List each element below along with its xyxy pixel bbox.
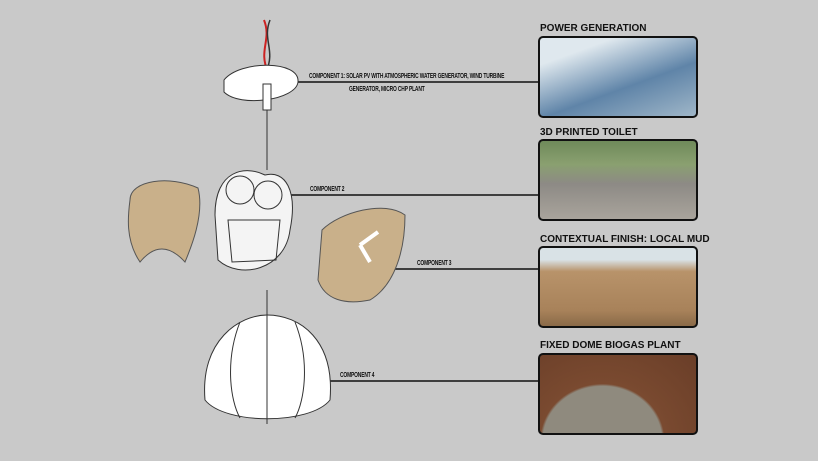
photo-title-contextual-finish: CONTEXTUAL FINISH: LOCAL MUD: [540, 234, 710, 245]
photo-title-biogas-plant: FIXED DOME BIOGAS PLANT: [540, 340, 681, 351]
component-4-dome: [204, 314, 331, 424]
component-1-rooftop: [223, 19, 299, 170]
photo-3d-printed-toilet: [538, 139, 698, 221]
photo-biogas-plant: [538, 353, 698, 435]
component-3-panel: [317, 207, 406, 303]
component-1-label-cont: GENERATOR, MICRO CHP PLANT: [349, 86, 425, 93]
photo-local-mud: [538, 246, 698, 328]
component-4-label: COMPONENT 4: [340, 372, 375, 379]
component-2-label: COMPONENT 2: [310, 186, 345, 193]
component-1-label: COMPONENT 1: SOLAR PV WITH ATMOSPHERIC W…: [309, 73, 505, 80]
photo-title-3d-printed-toilet: 3D PRINTED TOILET: [540, 127, 638, 138]
component-3-label: COMPONENT 3: [417, 260, 452, 267]
photo-power-generation: [538, 36, 698, 118]
photo-title-power-generation: POWER GENERATION: [540, 23, 647, 34]
leader-lines: [283, 81, 538, 382]
component-2-side-panel: [127, 180, 201, 263]
component-2-shell: [214, 170, 293, 271]
